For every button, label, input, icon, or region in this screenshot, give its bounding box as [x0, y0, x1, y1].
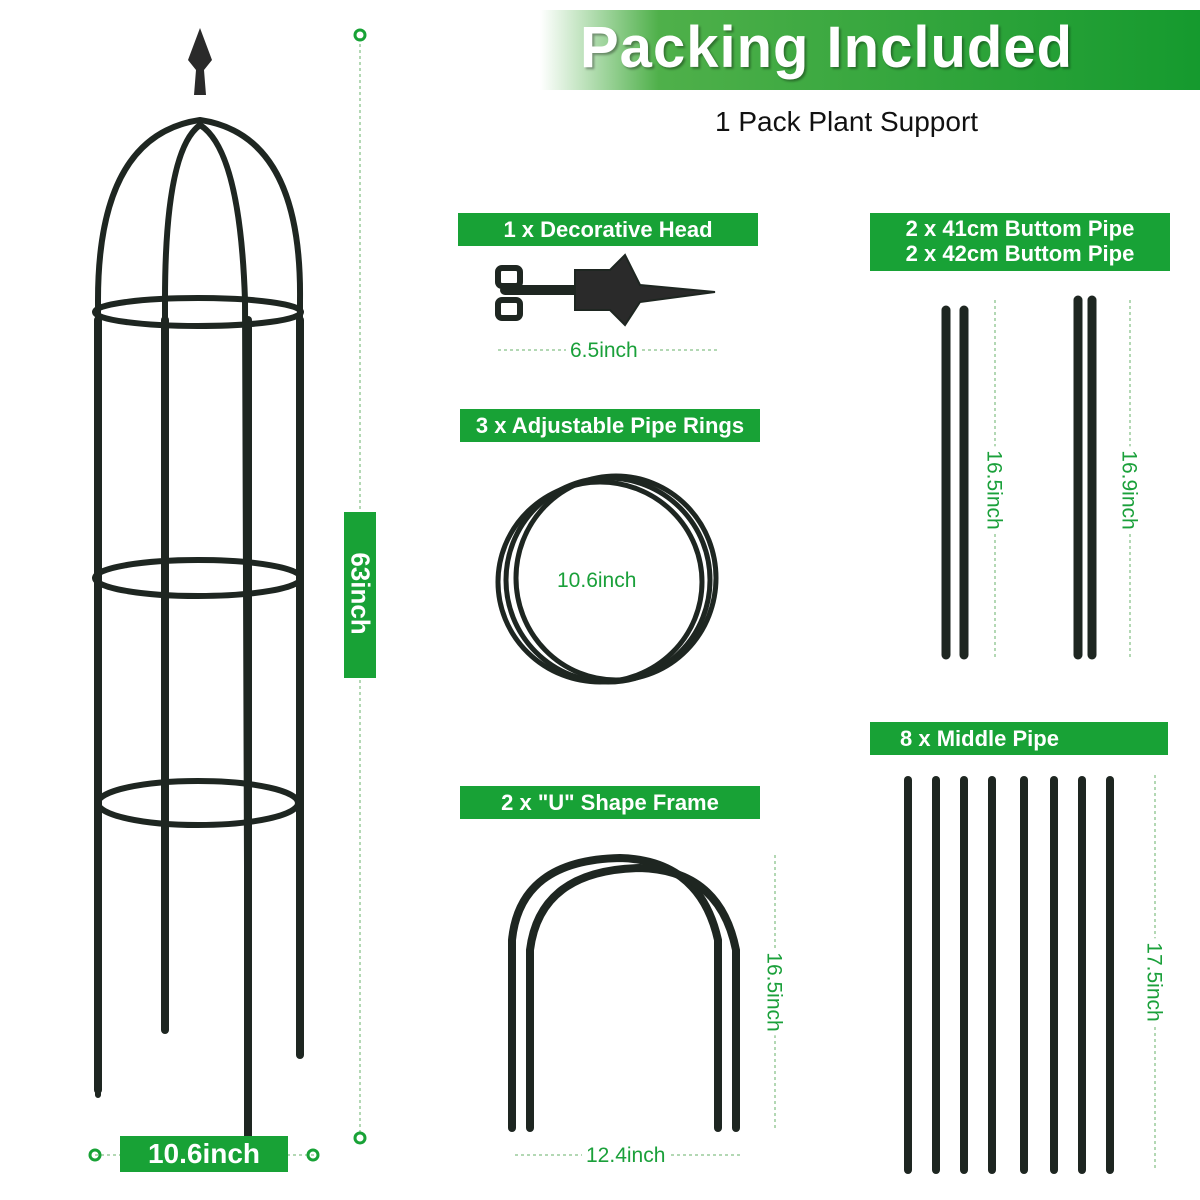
bottom-pipe-label-line2: 2 x 42cm Buttom Pipe [905, 241, 1135, 267]
middle-pipe-label: 8 x Middle Pipe [870, 722, 1168, 755]
u-frame-height: 16.5inch [761, 948, 786, 1036]
decorative-head-size: 6.5inch [566, 339, 642, 363]
page-title: Packing Included [580, 15, 1073, 80]
bottom-pipe-size-b: 16.9inch [1116, 446, 1141, 534]
bottom-pipe-size-a: 16.5inch [981, 446, 1006, 534]
decorative-head-image [495, 253, 716, 327]
u-frame-label: 2 x "U" Shape Frame [460, 786, 760, 819]
bottom-pipe-label-line1: 2 x 41cm Buttom Pipe [905, 216, 1135, 241]
bottom-pipe-label: 2 x 41cm Buttom Pipe 2 x 42cm Buttom Pip… [870, 213, 1170, 271]
obelisk-tower-image [92, 116, 304, 1154]
pipe-rings-label: 3 x Adjustable Pipe Rings [460, 409, 760, 442]
bottom-pipes-image [941, 295, 1097, 660]
width-dimension-label: 10.6inch [120, 1136, 288, 1172]
finial-icon [188, 28, 212, 95]
header-banner [540, 10, 1200, 90]
pipe-rings-image [495, 473, 719, 685]
middle-pipe-size: 17.5inch [1141, 938, 1166, 1026]
height-dimension-label: 63inch [345, 552, 376, 635]
pipe-rings-size: 10.6inch [553, 569, 641, 593]
decorative-head-label: 1 x Decorative Head [458, 213, 758, 246]
u-frame-width: 12.4inch [582, 1144, 670, 1168]
height-dimension-badge [344, 512, 376, 678]
middle-pipes-image [904, 776, 1114, 1174]
u-frame-image [508, 853, 740, 1132]
page-subtitle: 1 Pack Plant Support [715, 106, 979, 137]
